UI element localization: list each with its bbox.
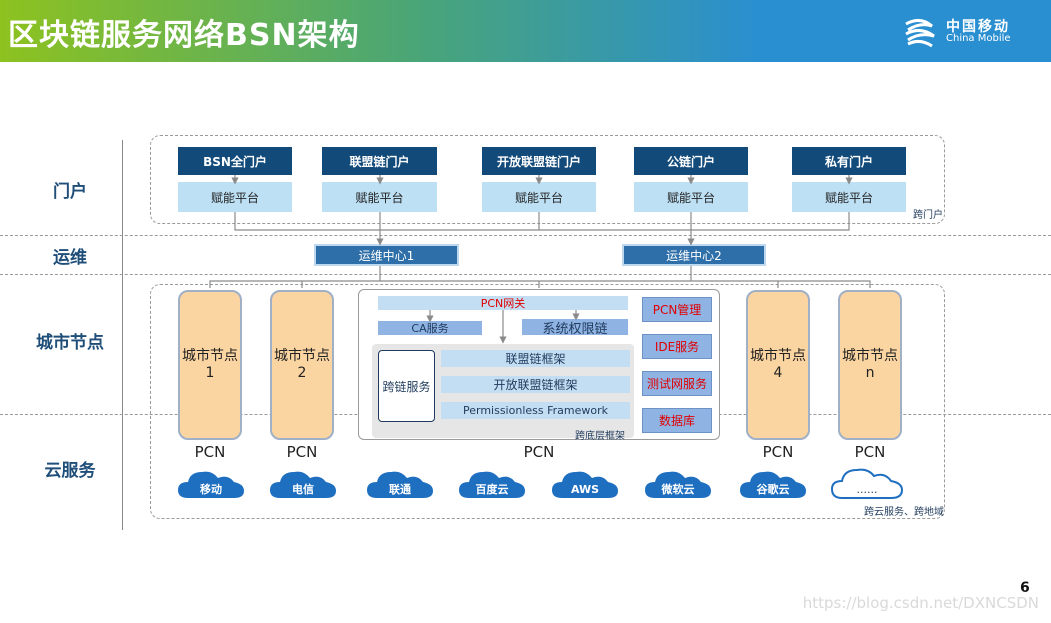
cloud-icon: [645, 471, 711, 498]
row-label-city: 城市节点: [36, 332, 104, 353]
axis-line: [122, 140, 123, 530]
pcn-label: PCN: [286, 443, 318, 461]
city-node-number: 1: [205, 365, 215, 381]
city-node-number: 2: [297, 365, 307, 381]
logo-cn-text: 中国移动: [946, 19, 1010, 35]
service-pcn-management: PCN管理: [642, 297, 712, 322]
city-node-label: 城市节点: [750, 348, 806, 364]
cloud-label-baidu: 百度云: [475, 483, 509, 496]
watermark-text: https://blog.csdn.net/DXNCSDN: [802, 594, 1039, 612]
row-separator: [0, 235, 1051, 236]
city-node-4: 城市节点 4: [746, 290, 810, 440]
portal-open-alliance: 开放联盟链门户: [482, 147, 596, 175]
cloud-outline-icon: [830, 468, 904, 499]
cloud-icon: [740, 471, 806, 498]
service-ide: IDE服务: [642, 334, 712, 359]
ops-center-1: 运维中心1: [314, 244, 459, 266]
ca-service: CA服务: [378, 321, 482, 335]
row-label-cloud: 云服务: [44, 460, 96, 481]
logo-en-text: China Mobile: [946, 33, 1011, 44]
china-mobile-logo: [905, 19, 935, 48]
pcn-label: PCN: [194, 443, 226, 461]
enable-platform: 赋能平台: [482, 182, 596, 212]
city-node-label: 城市节点: [274, 348, 330, 364]
city-cloud-group: [150, 284, 945, 519]
cross-chain-service: 跨链服务: [378, 350, 435, 422]
cloud-label-unicom: 联通: [389, 483, 411, 496]
cloud-label-telecom: 电信: [292, 483, 314, 496]
portal-bsn: BSN全门户: [178, 147, 292, 175]
cloud-icon: [459, 471, 525, 498]
framework-permissionless: Permissionless Framework: [441, 402, 630, 419]
page-title: 区块链服务网络BSN架构: [8, 18, 360, 53]
cross-cloud-label: 跨云服务、跨地域: [864, 507, 944, 518]
page-number: 6: [1020, 580, 1030, 596]
city-node-label: 城市节点: [182, 348, 238, 364]
enable-platform: 赋能平台: [322, 182, 437, 212]
cloud-label-more: ......: [856, 482, 878, 496]
city-node-n: 城市节点 n: [838, 290, 902, 440]
row-label-ops: 运维: [53, 247, 87, 268]
framework-alliance: 联盟链框架: [441, 350, 630, 367]
portal-private: 私有门户: [792, 147, 906, 175]
city-node-label: 城市节点: [842, 348, 898, 364]
row-label-portal: 门户: [53, 181, 87, 202]
pcn-label: PCN: [762, 443, 794, 461]
cloud-icon: [178, 471, 244, 498]
city-node-2: 城市节点 2: [270, 290, 334, 440]
enable-platform: 赋能平台: [178, 182, 292, 212]
cloud-icon: [552, 471, 618, 498]
service-testnet: 测试网服务: [642, 371, 712, 396]
row-separator: [0, 274, 1051, 275]
cloud-icon: [270, 471, 336, 498]
cloud-label-microsoft: 微软云: [661, 483, 695, 496]
portal-group: [150, 135, 945, 224]
cross-layer-label: 跨底层框架: [575, 431, 625, 442]
pcn-label: PCN: [523, 443, 555, 461]
cloud-label-aws: AWS: [570, 482, 600, 496]
service-database: 数据库: [642, 408, 712, 433]
framework-open-alliance: 开放联盟链框架: [441, 376, 630, 393]
cloud-label-google: 谷歌云: [756, 483, 790, 496]
city-node-number: n: [865, 365, 875, 381]
permission-chain: 系统权限链: [522, 319, 628, 337]
cloud-icon: [367, 471, 433, 498]
portal-alliance: 联盟链门户: [322, 147, 437, 175]
city-node-1: 城市节点 1: [178, 290, 242, 440]
title-bar: [0, 0, 1051, 62]
city-node-number: 4: [773, 365, 783, 381]
pcn-gateway: PCN网关: [378, 296, 628, 310]
portal-public-chain: 公链门户: [634, 147, 748, 175]
enable-platform: 赋能平台: [634, 182, 748, 212]
pcn-label: PCN: [854, 443, 886, 461]
cross-portal-label: 跨门户: [913, 210, 943, 221]
enable-platform: 赋能平台: [792, 182, 906, 212]
cloud-label-mobile: 移动: [200, 483, 222, 496]
